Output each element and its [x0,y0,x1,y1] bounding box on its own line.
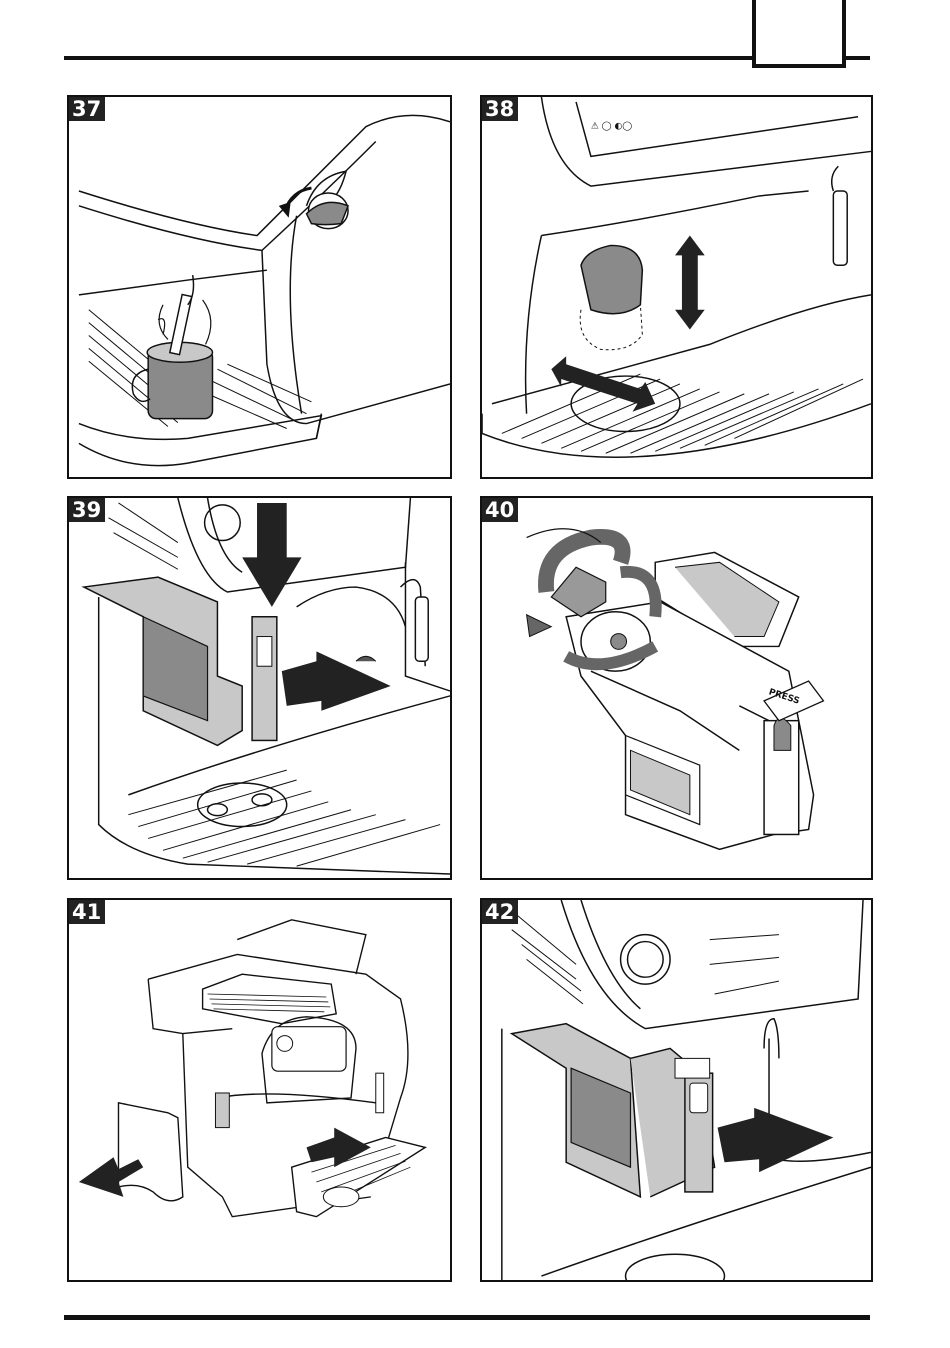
drip-tray-removal-illustration [69,900,450,1280]
figure-number: 42 [482,900,518,924]
dispenser-adjust-illustration: ⚠ ◯ ◐◯ [482,97,871,477]
footer-rule [64,1315,870,1320]
figure-37: 37 [67,95,452,479]
figure-number: 41 [69,900,105,924]
figure-number: 39 [69,498,105,522]
figure-number: 38 [482,97,518,121]
figure-39: 39 [67,496,452,880]
brew-group-removal-illustration [69,498,450,878]
brew-group-insert-illustration [482,900,871,1280]
figure-38: 38 ⚠ ◯ ◐◯ [480,95,873,479]
svg-text:⚠ ◯ ◐◯: ⚠ ◯ ◐◯ [591,122,632,132]
steam-wand-cup-illustration [69,97,450,477]
figure-number: 40 [482,498,518,522]
figure-41: 41 [67,898,452,1282]
header-rule [64,56,870,60]
brew-group-rotate-illustration: PRESS [482,498,871,878]
figure-42: 42 [480,898,873,1282]
figure-40: 40 PRESS [480,496,873,880]
figure-number: 37 [69,97,105,121]
page-tab [752,0,846,68]
